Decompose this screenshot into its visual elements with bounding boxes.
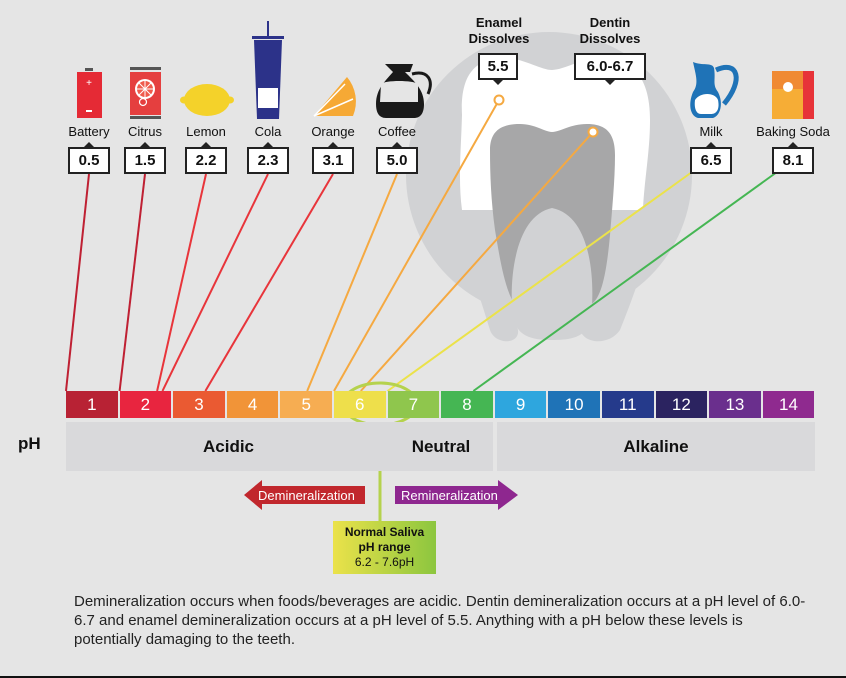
value-box-orange: 3.1	[312, 142, 354, 174]
ph-cell-10: 10	[548, 391, 600, 418]
leader-line-cola	[161, 173, 269, 392]
item-label-lemon: Lemon	[186, 124, 226, 139]
item-label-cola: Cola	[254, 124, 282, 139]
orange-slice-icon	[313, 77, 356, 117]
ph-axis-label: pH	[18, 434, 41, 453]
coffee-pot-icon	[376, 64, 432, 118]
zone-neutral: Neutral	[389, 422, 493, 471]
enamel-marker	[493, 94, 505, 106]
ph-cell-4: 4	[226, 391, 279, 418]
demineralization-label: Demineralization	[258, 487, 355, 503]
dentin-marker	[587, 126, 599, 138]
leader-line-enamel	[333, 99, 500, 392]
item-label-battery: Battery	[68, 124, 110, 139]
bottom-divider	[0, 676, 846, 678]
enamel-title-line2: Dissolves	[468, 31, 530, 46]
dentin-title-line2: Dissolves	[579, 31, 641, 46]
leader-line-baking-soda	[472, 171, 778, 392]
dentin-title: Dentin Dissolves	[580, 15, 641, 47]
ph-cell-6: 6	[333, 391, 386, 418]
item-label-baking-soda: Baking Soda	[756, 124, 830, 139]
zone-alkaline: Alkaline	[497, 422, 815, 471]
dentin-title-line1: Dentin	[589, 15, 631, 30]
ph-cell-7: 7	[387, 391, 440, 418]
leader-line-citrus	[118, 173, 146, 392]
ph-cell-9: 9	[494, 391, 547, 418]
ph-cell-14: 14	[762, 391, 815, 418]
item-label-orange: Orange	[311, 124, 355, 139]
ph-cell-12: 12	[655, 391, 708, 418]
leader-line-battery	[65, 173, 90, 392]
tooth-pulp	[511, 208, 593, 340]
cola-cup-icon	[252, 21, 284, 119]
description-text: Demineralization occurs when foods/bever…	[74, 593, 806, 648]
ph-cell-13: 13	[709, 391, 761, 418]
tooth-illustration	[406, 32, 692, 342]
value-box-battery: 0.5	[68, 142, 110, 174]
milk-jug-icon	[690, 62, 739, 118]
value-box-citrus: 1.5	[124, 142, 166, 174]
remineralization-arrow	[395, 480, 518, 510]
item-label-milk: Milk	[699, 124, 723, 139]
saliva-title: Normal Saliva	[344, 525, 425, 539]
ph-cell-11: 11	[601, 391, 654, 418]
item-label-coffee: Coffee	[377, 124, 417, 139]
value-box-milk: 6.5	[690, 142, 732, 174]
ph-cell-1: 1	[66, 391, 118, 418]
normal-saliva-box: Normal Saliva pH range 6.2 - 7.6pH	[333, 521, 436, 574]
saliva-subtitle: pH range	[358, 540, 411, 554]
zone-acidic: Acidic	[66, 422, 391, 471]
enamel-title: Enamel Dissolves	[469, 15, 530, 47]
value-box-coffee: 5.0	[376, 142, 418, 174]
value-box-baking-soda: 8.1	[772, 142, 814, 174]
leader-lines	[65, 99, 778, 392]
enamel-title-line1: Enamel	[475, 15, 523, 30]
ph-cell-3: 3	[173, 391, 225, 418]
saliva-range: 6.2 - 7.6pH	[354, 555, 415, 569]
baking-soda-box-icon	[772, 71, 814, 119]
lemon-icon	[180, 84, 234, 116]
leader-line-lemon	[156, 173, 207, 392]
remineralization-label: Remineralization	[401, 487, 498, 503]
leader-line-milk	[387, 171, 693, 392]
battery-icon: +	[77, 68, 102, 118]
demineralization-arrow	[244, 480, 365, 510]
value-box-dentin: 6.0-6.7	[574, 53, 646, 85]
value-box-enamel: 5.5	[478, 53, 518, 85]
citrus-can-icon	[130, 67, 161, 119]
value-box-lemon: 2.2	[185, 142, 227, 174]
ph-cell-8: 8	[441, 391, 493, 418]
ph-cell-2: 2	[119, 391, 172, 418]
leader-line-dentin	[360, 131, 594, 392]
svg-text:+: +	[86, 78, 92, 89]
ph-cell-5: 5	[280, 391, 332, 418]
item-label-citrus: Citrus	[128, 124, 162, 139]
value-box-cola: 2.3	[247, 142, 289, 174]
leader-line-orange	[204, 173, 334, 392]
leader-line-coffee	[306, 173, 398, 392]
